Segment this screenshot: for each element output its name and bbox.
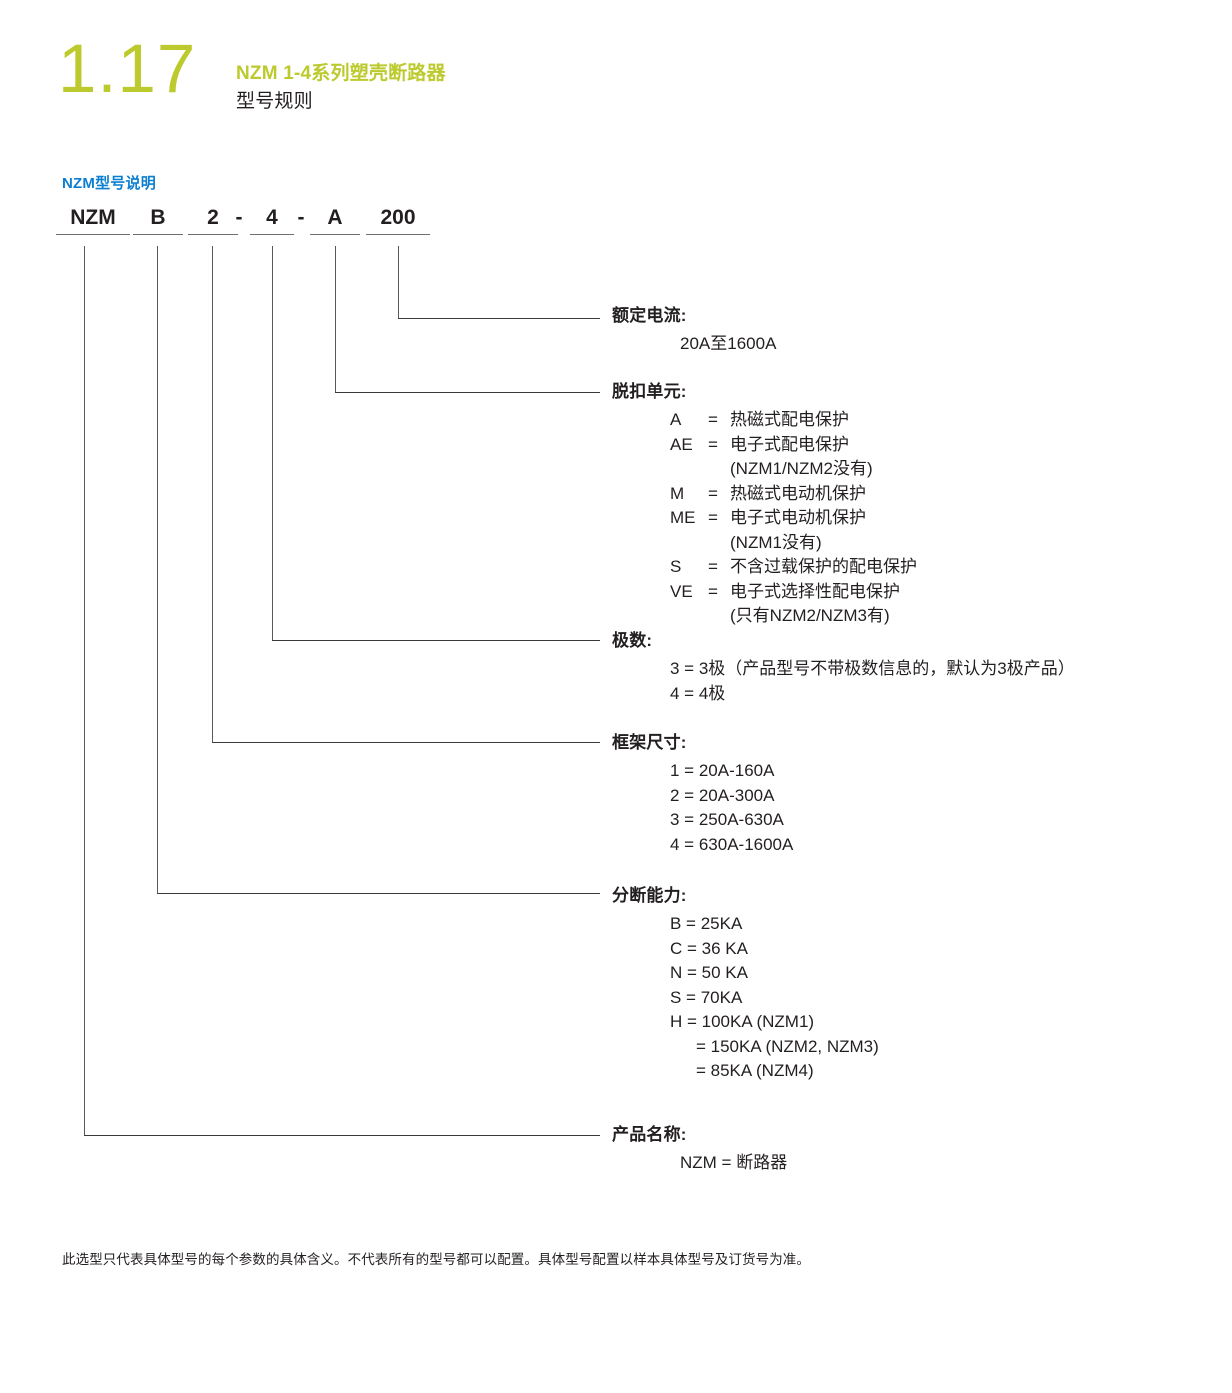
- annotation-option-value: 电子式选择性配电保护: [730, 581, 900, 601]
- annotation-option: B = 25KA: [670, 914, 743, 933]
- annotation-option-continued: = 85KA (NZM4): [696, 1061, 814, 1080]
- equals-sign: =: [708, 483, 718, 503]
- model-code-segment: 2: [188, 206, 238, 235]
- leader-line-horizontal-product-name: [84, 1135, 600, 1137]
- annotation-option: H = 100KA (NZM1): [670, 1012, 815, 1031]
- annotation-body: 3 = 3极（产品型号不带极数信息的，默认为3极产品） 4 = 4极: [612, 657, 1075, 706]
- annotation-option-value: 不含过载保护的配电保护: [730, 557, 917, 576]
- annotation-option: ME = 电子式电动机保护: [612, 506, 917, 531]
- model-code-segment: B: [133, 206, 183, 235]
- annotation-option: A = 热磁式配电保护: [612, 408, 917, 433]
- leader-line-horizontal-rated-current: [398, 318, 600, 320]
- annotation-option-value: 电子式配电保护: [730, 434, 849, 454]
- annotation-option: 3 = 250A-630A: [670, 810, 784, 829]
- leader-line-vertical-trip-unit: [335, 246, 337, 392]
- page-subtitle: 型号规则: [236, 91, 313, 112]
- section-title: NZM型号说明: [62, 175, 156, 192]
- leader-line-vertical-poles: [272, 246, 274, 640]
- equals-sign: =: [708, 581, 718, 601]
- annotation-option: 2 = 20A-300A: [670, 785, 775, 805]
- leader-line-vertical-rated-current: [398, 246, 400, 318]
- annotation-title: 产品名称:: [612, 1125, 687, 1144]
- annotation-option: 3 = 3极（产品型号不带极数信息的，默认为3极产品）: [670, 659, 1075, 678]
- model-code-segment: 200: [366, 206, 430, 235]
- annotation-body: A = 热磁式配电保护 AE = 电子式配电保护 (NZM1/NZM2没有) M = 热磁式电动机…: [612, 408, 917, 629]
- annotation-body: 20A至1600A: [612, 332, 776, 357]
- annotation-option-note: (只有NZM2/NZM3有): [730, 606, 890, 625]
- annotation-option-key: S: [670, 557, 682, 576]
- annotation-option-key: A: [670, 410, 682, 429]
- annotation-option-key: VE: [670, 581, 693, 601]
- page-title: NZM 1-4系列塑壳断路器: [236, 63, 446, 84]
- annotation-option-note: (NZM1/NZM2没有): [730, 459, 873, 478]
- annotation-option: 4 = 4极: [670, 683, 726, 703]
- equals-sign: =: [708, 508, 718, 527]
- leader-line-horizontal-trip-unit: [335, 392, 600, 394]
- annotation-breaking-capacity: 分断能力: B = 25KA C = 36 KA N = 50 KA S = 70KA H…: [612, 881, 879, 1084]
- annotation-option: S = 不含过载保护的配电保护: [612, 555, 917, 580]
- footer-note: 此选型只代表具体型号的每个参数的具体含义。不代表所有的型号都可以配置。具体型号配…: [62, 1252, 810, 1267]
- annotation-option: 1 = 20A-160A: [670, 761, 775, 780]
- annotation-rated-current: 额定电流: 20A至1600A: [612, 301, 776, 357]
- annotation-title: 极数:: [612, 631, 653, 650]
- annotation-value: 20A至1600A: [680, 334, 777, 353]
- equals-sign: =: [708, 434, 718, 454]
- annotation-product-name: 产品名称: NZM = 断路器: [612, 1120, 787, 1176]
- model-code-segment: A: [310, 206, 360, 235]
- annotation-option: VE = 电子式选择性配电保护: [612, 580, 917, 605]
- leader-line-horizontal-frame-size: [212, 742, 600, 744]
- leader-line-horizontal-breaking-capacity: [157, 893, 600, 895]
- page-number: 1.17: [58, 30, 197, 107]
- annotation-option-key: ME: [670, 508, 696, 527]
- annotation-title: 额定电流:: [612, 306, 687, 325]
- annotation-title: 框架尺寸:: [612, 733, 687, 752]
- annotation-title: 脱扣单元:: [612, 382, 687, 401]
- equals-sign: =: [708, 557, 718, 576]
- annotation-value: NZM = 断路器: [680, 1153, 788, 1172]
- annotation-trip-unit: 脱扣单元: A = 热磁式配电保护 AE = 电子式配电保护 (NZM1/NZM2没有) M = 热…: [612, 377, 917, 629]
- leader-line-vertical-breaking-capacity: [157, 246, 159, 893]
- annotation-option: N = 50 KA: [670, 963, 748, 982]
- model-code-segment: 4: [250, 206, 294, 235]
- leader-line-vertical-frame-size: [212, 246, 214, 742]
- annotation-title: 分断能力:: [612, 886, 687, 905]
- annotation-body: 1 = 20A-160A 2 = 20A-300A 3 = 250A-630A 4 =…: [612, 759, 793, 857]
- leader-line-horizontal-poles: [272, 640, 600, 642]
- annotation-option-value: 热磁式配电保护: [730, 410, 849, 429]
- annotation-option: AE = 电子式配电保护: [612, 433, 917, 458]
- annotation-option-note: (NZM1没有): [730, 532, 822, 552]
- model-code-segment: NZM: [56, 206, 130, 235]
- annotation-option: 4 = 630A-1600A: [670, 834, 794, 854]
- equals-sign: =: [708, 410, 718, 429]
- annotation-body: B = 25KA C = 36 KA N = 50 KA S = 70KA H = 10…: [612, 912, 879, 1084]
- leader-line-vertical-product-name: [84, 246, 86, 1135]
- annotation-option-value: 电子式电动机保护: [730, 508, 866, 527]
- annotation-option-continued: = 150KA (NZM2, NZM3): [696, 1036, 879, 1056]
- annotation-option-key: M: [670, 483, 685, 503]
- annotation-option-key: AE: [670, 434, 693, 454]
- model-code-separator: -: [235, 206, 243, 229]
- annotation-option: S = 70KA: [670, 987, 743, 1007]
- annotation-option: C = 36 KA: [670, 938, 748, 958]
- annotation-frame-size: 框架尺寸: 1 = 20A-160A 2 = 20A-300A 3 = 250A-63…: [612, 728, 793, 857]
- model-code-separator: -: [297, 206, 305, 229]
- annotation-option-value: 热磁式电动机保护: [730, 483, 866, 503]
- annotation-poles: 极数: 3 = 3极（产品型号不带极数信息的，默认为3极产品） 4 = 4极: [612, 626, 1075, 706]
- annotation-body: NZM = 断路器: [612, 1151, 787, 1176]
- annotation-option: M = 热磁式电动机保护: [612, 482, 917, 507]
